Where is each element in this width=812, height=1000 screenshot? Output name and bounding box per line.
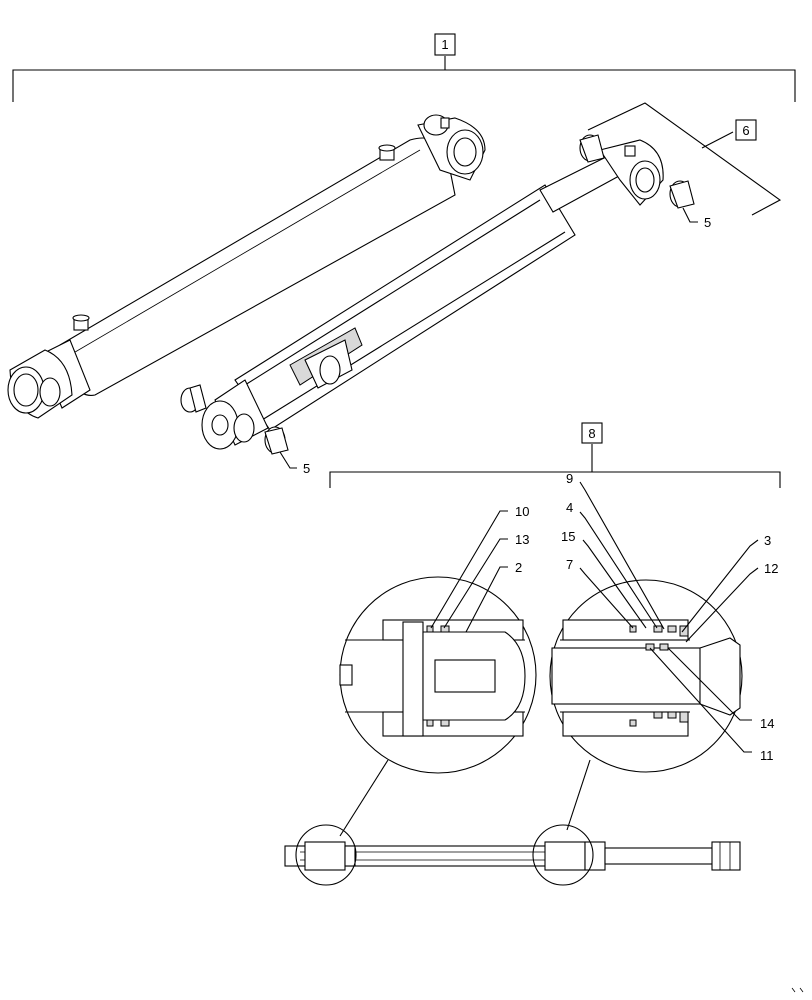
callout-5-lower-label: 5 <box>303 461 310 476</box>
cylinder-overview <box>284 824 741 886</box>
callout-1: 1 <box>441 37 448 52</box>
callout-8: 8 <box>588 426 595 441</box>
callout-14: 14 <box>760 716 774 731</box>
callout-13: 13 <box>515 532 529 547</box>
callout-3: 3 <box>764 533 771 548</box>
callout-2: 2 <box>515 560 522 575</box>
detail-callout-leaders: 10 13 2 9 4 15 7 3 12 14 11 <box>430 471 778 763</box>
callout-15: 15 <box>561 529 575 544</box>
detail-circle-piston <box>339 576 537 774</box>
callout-6: 6 <box>742 123 749 138</box>
detail-connector-lines <box>339 759 591 837</box>
callout-4: 4 <box>566 500 573 515</box>
callout-9: 9 <box>566 471 573 486</box>
callout-12: 12 <box>764 561 778 576</box>
seal-kit-bracket: 8 <box>329 422 781 488</box>
callout-5-upper-label: 5 <box>704 215 711 230</box>
cylinder-assembled <box>7 114 486 419</box>
callout-10: 10 <box>515 504 529 519</box>
assembly-bracket: 1 <box>12 33 796 102</box>
callout-7: 7 <box>566 557 573 572</box>
cylinder-cutaway <box>180 134 695 455</box>
callout-5-upper: 5 <box>682 207 711 230</box>
callout-11: 11 <box>760 748 774 763</box>
detail-circle-gland <box>549 579 743 773</box>
callout-5-lower: 5 <box>279 451 310 476</box>
corner-marks <box>791 987 804 993</box>
rod-end-kit-bracket: 6 <box>587 102 782 216</box>
